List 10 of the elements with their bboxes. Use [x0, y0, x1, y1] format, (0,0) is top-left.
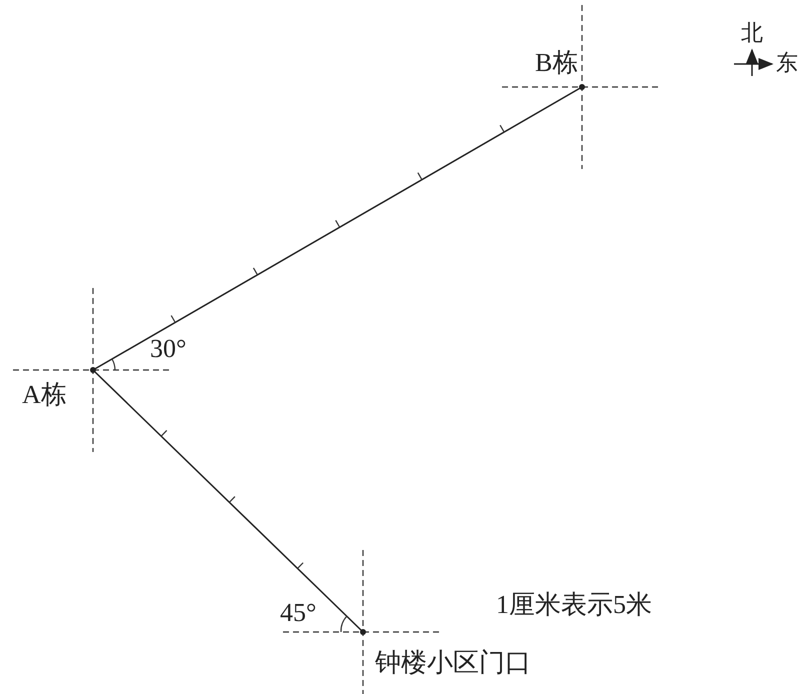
place-label: A栋	[22, 382, 67, 408]
place-label: B栋	[535, 50, 578, 76]
scale-note: 1厘米表示5米	[496, 592, 652, 618]
route-line	[92, 86, 582, 371]
place-label: 钟楼小区门口	[375, 650, 531, 676]
angle-label: 30°	[150, 336, 186, 362]
angle-label: 45°	[280, 600, 316, 626]
compass-east-label: 东	[776, 52, 798, 74]
compass-north-label: 北	[741, 22, 763, 44]
route-line	[92, 369, 364, 633]
